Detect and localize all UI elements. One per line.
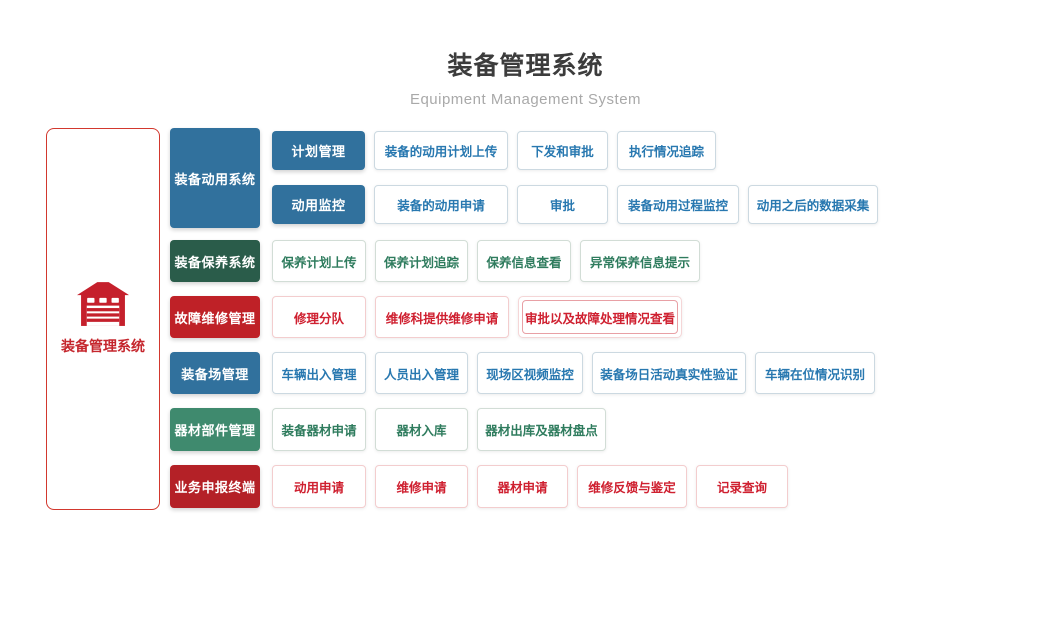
diagram-leaf: 动用之后的数据采集 (748, 185, 878, 224)
diagram-leaf: 保养信息查看 (477, 240, 571, 282)
diagram-leaf-outer: 审批以及故障处理情况查看 (518, 296, 682, 338)
diagram-leaf: 器材出库及器材盘点 (477, 408, 606, 451)
diagram-leaf: 保养计划上传 (272, 240, 366, 282)
root-node-label: 装备管理系统 (61, 338, 145, 354)
diagram-leaf: 车辆在位情况识别 (755, 352, 875, 394)
row-mobilization-monitoring: 动用监控 装备的动用申请 审批 装备动用过程监控 动用之后的数据采集 (272, 185, 878, 224)
diagram-leaf: 器材入库 (375, 408, 468, 451)
diagram-leaf: 装备场日活动真实性验证 (592, 352, 746, 394)
diagram-leaf: 执行情况追踪 (617, 131, 716, 170)
diagram-leaf: 维修反馈与鉴定 (577, 465, 687, 508)
diagram-leaf: 动用申请 (272, 465, 366, 508)
diagram-leaf: 修理分队 (272, 296, 366, 338)
diagram-leaf: 人员出入管理 (375, 352, 468, 394)
diagram-leaf: 车辆出入管理 (272, 352, 366, 394)
category-maintenance-system: 装备保养系统 (170, 240, 260, 282)
page-title: 装备管理系统 (447, 52, 604, 80)
warehouse-icon (77, 282, 129, 326)
diagram-leaf: 维修申请 (375, 465, 468, 508)
diagram-leaf: 现场区视频监控 (477, 352, 583, 394)
group-mobilization-monitoring: 动用监控 (272, 185, 365, 224)
category-fault-repair-management: 故障维修管理 (170, 296, 260, 338)
root-node: 装备管理系统 (46, 128, 160, 510)
diagram-leaf: 装备的动用计划上传 (374, 131, 508, 170)
diagram-leaf: 装备动用过程监控 (617, 185, 739, 224)
diagram-leaf: 装备器材申请 (272, 408, 366, 451)
diagram-leaf: 审批以及故障处理情况查看 (522, 300, 678, 334)
row-equipment-parts: 装备器材申请 器材入库 器材出库及器材盘点 (272, 408, 606, 451)
diagram-header: 装备管理系统 Equipment Management System (0, 46, 1051, 108)
diagram-leaf: 器材申请 (477, 465, 568, 508)
diagram-leaf: 记录查询 (696, 465, 788, 508)
category-mobilization-system: 装备动用系统 (170, 128, 260, 228)
diagram-leaf: 装备的动用申请 (374, 185, 508, 224)
diagram-leaf: 维修科提供维修申请 (375, 296, 509, 338)
group-plan-management: 计划管理 (272, 131, 365, 170)
category-depot-management: 装备场管理 (170, 352, 260, 394)
diagram-leaf: 保养计划追踪 (375, 240, 468, 282)
category-business-reporting-terminal: 业务申报终端 (170, 465, 260, 508)
diagram-leaf: 下发和审批 (517, 131, 608, 170)
row-business-reporting: 动用申请 维修申请 器材申请 维修反馈与鉴定 记录查询 (272, 465, 788, 508)
row-maintenance: 保养计划上传 保养计划追踪 保养信息查看 异常保养信息提示 (272, 240, 700, 282)
diagram-leaf: 异常保养信息提示 (580, 240, 700, 282)
row-fault-repair: 修理分队 维修科提供维修申请 审批以及故障处理情况查看 (272, 296, 682, 338)
category-equipment-parts-management: 器材部件管理 (170, 408, 260, 451)
page-subtitle: Equipment Management System (409, 91, 642, 108)
diagram-leaf: 审批 (517, 185, 608, 224)
row-plan-management: 计划管理 装备的动用计划上传 下发和审批 执行情况追踪 (272, 131, 716, 170)
row-depot-management: 车辆出入管理 人员出入管理 现场区视频监控 装备场日活动真实性验证 车辆在位情况… (272, 352, 875, 394)
